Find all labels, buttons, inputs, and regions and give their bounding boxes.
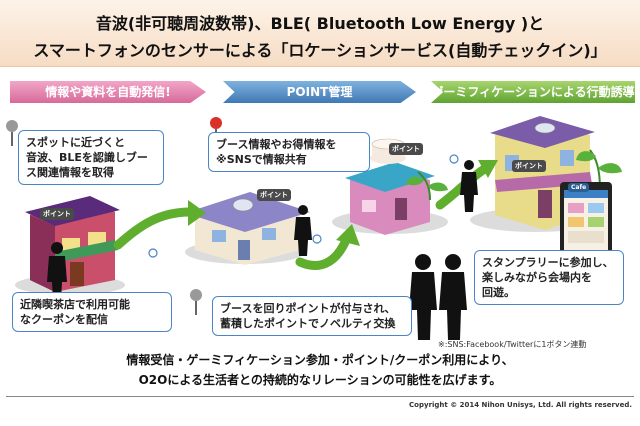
title-line-2: スマートフォンのセンサーによる「ロケーションサービス(自動チェックイン)」 [33,41,607,60]
smartphone-icon [560,182,612,258]
callout-stamp-rally: スタンプラリーに参加し、 楽しみながら会場内を 回遊。 [474,250,624,305]
sprout-icon-1 [406,171,448,201]
person-silhouette-4 [409,254,437,340]
point-badge-3: ポイント [389,143,423,155]
person-silhouette-5 [439,254,467,340]
point-badge-1: ポイント [40,208,74,220]
callout-receive-info: スポットに近づくと 音波、BLEを認識しブー ス関連情報を取得 [18,130,164,185]
sns-note: ※:SNS:Facebook/Twitterに1ボタン連動 [438,340,587,349]
callout-receive-info-line-3: ス関連情報を取得 [26,166,114,179]
callout-coupon-line-1: 近隣喫茶店で利用可能 [20,298,130,311]
phone-header-label: Cafe [568,183,590,192]
signal-icon-3 [449,154,459,164]
callout-booth-info-line-2: ※SNSで情報共有 [216,153,307,166]
person-silhouette-3 [460,160,478,212]
callout-booth-info: ブース情報やお得情報を ※SNSで情報共有 [208,132,370,172]
person-silhouette-1 [47,242,67,300]
step-header-3: ゲーミフィケーションによる行動誘導 [431,81,635,103]
summary-line-2: O2Oによる生活者との持続的なリレーションの可能性を広げます。 [138,373,502,387]
callout-points-line-1: ブースを回りポイントが付与され、 [220,302,396,315]
title-line-1: 音波(非可聴周波数帯)、BLE( Bluetooth Low Energy )と [95,14,545,33]
point-badge-2: ポイント [257,189,291,201]
location-pin-1 [6,120,18,146]
point-badge-4: ポイント [512,160,546,172]
step-header-1: 情報や資料を自動発信! [10,81,206,103]
summary-line-1: 情報受信・ゲーミフィケーション参加・ポイント/クーポン利用により、 [126,353,514,367]
callout-points-line-2: 蓄積したポイントでノベルティ交換 [220,317,396,330]
signal-icon-2 [312,234,322,244]
callout-receive-info-line-1: スポットに近づくと [26,136,125,149]
footer-divider [6,396,634,397]
callout-receive-info-line-2: 音波、BLEを認識しブー [26,151,148,164]
copyright-text: Copyright © 2014 Nihon Unisys, Ltd. All … [409,401,632,409]
signal-icon-1 [148,248,158,258]
callout-stamp-rally-line-1: スタンプラリーに参加し、 [482,256,614,269]
callout-booth-info-line-1: ブース情報やお得情報を [216,138,337,151]
person-silhouette-2 [294,205,312,256]
title-banner: 音波(非可聴周波数帯)、BLE( Bluetooth Low Energy )と… [0,0,640,67]
callout-stamp-rally-line-3: 回遊。 [482,286,515,299]
location-pin-3 [190,289,202,315]
callout-stamp-rally-line-2: 楽しみながら会場内を [482,271,592,284]
flow-arrow-1 [113,200,206,250]
callout-coupon: 近隣喫茶店で利用可能 なクーポンを配信 [12,292,172,332]
callout-points: ブースを回りポイントが付与され、 蓄積したポイントでノベルティ交換 [212,296,412,336]
flow-arrow-2 [295,224,360,270]
shop-2-icon [185,192,310,265]
callout-coupon-line-2: なクーポンを配信 [20,313,108,326]
step-header-2: POINT管理 [223,81,416,103]
